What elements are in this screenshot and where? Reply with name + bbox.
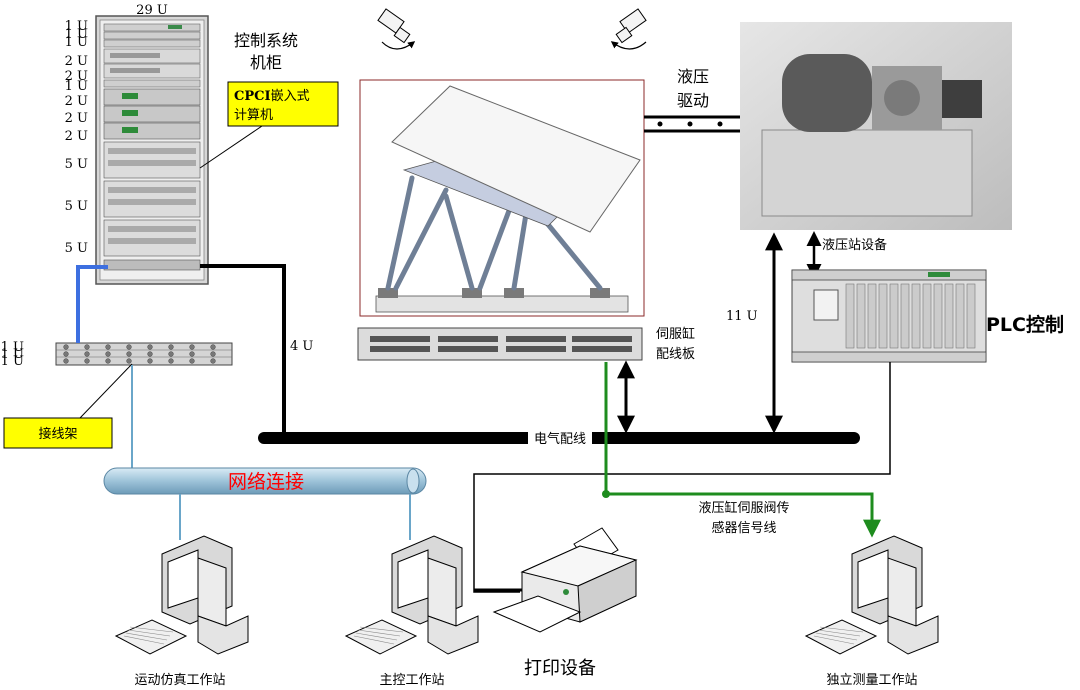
cpci-callout-line2: 计算机 <box>234 108 273 123</box>
stewart-platform-icon <box>359 79 645 317</box>
computer-icon <box>804 535 939 655</box>
cabinet-unit-label: 5 U <box>65 199 88 214</box>
plc-main-link <box>473 362 891 593</box>
cpci-callout-bold: CPCI <box>234 89 271 104</box>
camera-icon <box>377 8 416 50</box>
cabinet-unit-label: 1 U <box>65 35 88 50</box>
cabinet-network-link <box>76 265 108 343</box>
servo-board-label-line1: 伺服缸 <box>656 326 695 342</box>
cabinet-bus-cable <box>200 264 286 438</box>
motion-sim-workstation-label: 运动仿真工作站 <box>134 673 225 688</box>
cpci-callout: CPCI嵌入式 计算机 <box>199 81 339 169</box>
camera-icon <box>610 8 647 50</box>
patch-panel-icon <box>55 342 233 366</box>
cabinet-unit-label: 1 U <box>65 27 88 42</box>
servo-board-label-line2: 配线板 <box>656 347 695 362</box>
cabinet-unit-label: 2 U <box>65 111 88 126</box>
cabinet-unit-label: 2 U <box>65 54 88 69</box>
printer-label: 打印设备 <box>524 658 596 679</box>
cabinet-unit-label: 1 U <box>65 79 88 94</box>
cabinet-unit-label: 2 U <box>65 69 88 84</box>
svg-text:CPCI嵌入式: CPCI嵌入式 <box>234 89 310 104</box>
hydraulic-hose <box>644 115 740 133</box>
plc-rack-icon <box>791 269 987 363</box>
computer-icon <box>114 535 249 655</box>
cabinet-unit-label: 2 U <box>65 94 88 109</box>
plc-label: PLC控制 <box>986 313 1064 336</box>
network-pipe <box>103 467 427 495</box>
servo-board-icon <box>357 327 643 361</box>
cabinet-height-label: 29 U <box>136 3 168 18</box>
cabinet-unit-label: 5 U <box>65 157 88 172</box>
cable-label-4u: 4 U <box>290 339 313 354</box>
computer-icon <box>344 535 479 655</box>
hydraulic-drive-line2: 驱动 <box>677 91 709 110</box>
sensor-label-line1: 液压缸伺服阀传 <box>698 500 789 516</box>
sensor-label-line2: 感器信号线 <box>711 520 776 536</box>
bus-label: 电气配线 <box>534 431 586 447</box>
printer-icon <box>492 527 638 633</box>
cabinet-unit-label: 2 U <box>65 129 88 144</box>
patch-panel-unit-labels: 1 U1 U1 U <box>1 340 24 369</box>
cpci-callout-rest: 嵌入式 <box>271 89 310 104</box>
sensor-signal-line <box>604 362 881 538</box>
server-cabinet-icon <box>95 15 209 285</box>
patch-panel-callout-text: 接线架 <box>38 426 77 442</box>
main-control-workstation-label: 主控工作站 <box>379 673 444 688</box>
network-label: 网络连接 <box>228 471 304 493</box>
plc-height-label: 11 U <box>726 309 758 324</box>
cabinet-title-line2: 机柜 <box>250 53 282 72</box>
hydraulic-station-label: 液压站设备 <box>822 237 887 253</box>
measurement-workstation-label: 独立测量工作站 <box>826 673 917 688</box>
patch-panel-unit-label: 1 U <box>1 354 24 369</box>
patch-panel-unit-label: 1 U <box>1 347 24 362</box>
hydraulic-station-icon <box>740 22 1012 230</box>
cabinet-unit-labels: 1 U1 U1 U2 U2 U1 U2 U2 U2 U5 U5 U5 U <box>65 19 88 256</box>
cabinet-unit-label: 5 U <box>65 241 88 256</box>
cabinet-title-line1: 控制系统 <box>234 31 298 50</box>
cabinet-unit-label: 1 U <box>65 19 88 34</box>
hydraulic-drive-line1: 液压 <box>677 67 709 86</box>
patch-panel-callout: 接线架 <box>3 363 133 449</box>
patch-panel-unit-label: 1 U <box>1 340 24 355</box>
